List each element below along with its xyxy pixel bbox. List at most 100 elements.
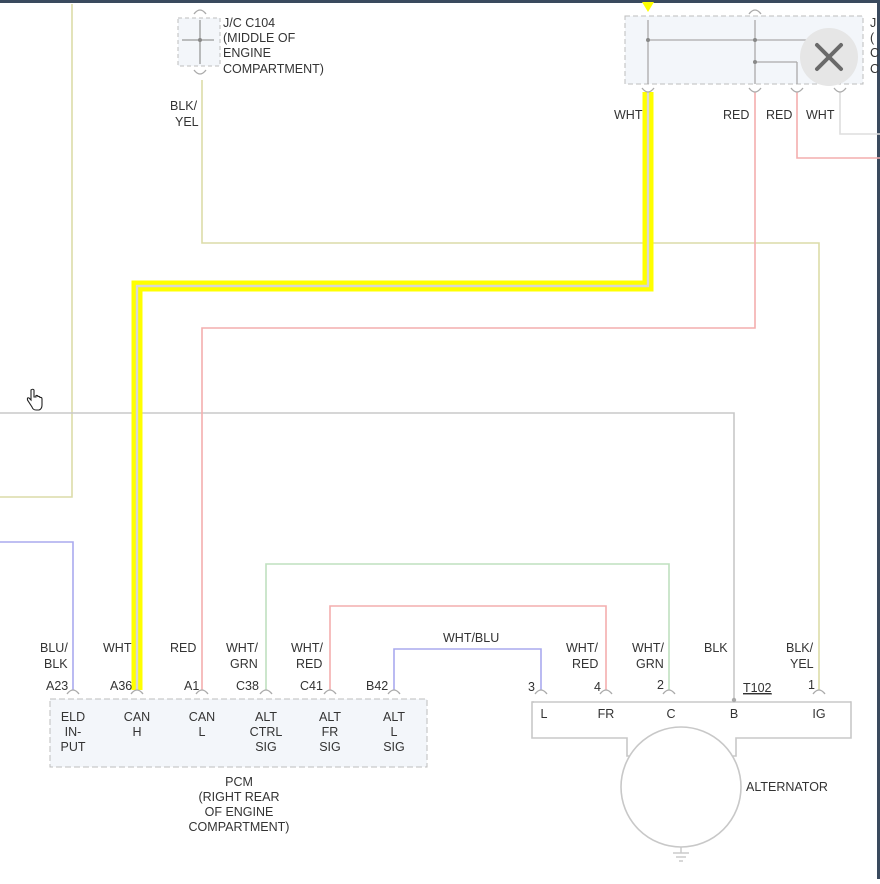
label-red-top-a: RED [723, 108, 749, 122]
close-icon [815, 43, 843, 71]
pcm-pin-a1[interactable]: RED A1 CAN L [170, 641, 215, 739]
svg-text:B: B [730, 707, 738, 721]
svg-text:RED: RED [170, 641, 196, 655]
jc-left-title: J/C C104 [223, 16, 275, 30]
svg-text:IN-: IN- [65, 725, 82, 739]
wire-left-yellow[interactable] [0, 4, 73, 498]
alternator-title: ALTERNATOR [746, 780, 828, 794]
svg-text:FR: FR [598, 707, 615, 721]
svg-text:GRN: GRN [636, 657, 664, 671]
wire-eld-blue[interactable] [0, 541, 74, 690]
svg-text:WHT/: WHT/ [566, 641, 598, 655]
svg-text:CAN: CAN [124, 710, 150, 724]
pcm-pin-b42[interactable]: B42 ALT L SIG [366, 679, 405, 754]
svg-text:WHT/: WHT/ [291, 641, 323, 655]
svg-text:1: 1 [808, 678, 815, 692]
jc-right-l3: C [870, 46, 879, 60]
pcm-pin-c41[interactable]: WHT/ RED C41 ALT FR SIG [291, 641, 341, 754]
svg-text:WHT: WHT [103, 641, 132, 655]
pcm-loc2: OF ENGINE [205, 805, 274, 819]
wire-wht-grn[interactable] [265, 563, 670, 690]
svg-text:YEL: YEL [790, 657, 814, 671]
label-wht-top-b: WHT [806, 108, 835, 122]
svg-text:B42: B42 [366, 679, 388, 693]
svg-text:BLK: BLK [704, 641, 728, 655]
svg-text:SIG: SIG [255, 740, 277, 754]
alt-pin-1[interactable]: BLK/ YEL 1 IG [786, 641, 826, 721]
alternator-pins: 3 L WHT/ RED 4 FR WHT/ GRN 2 C BLK B BLK… [528, 641, 826, 721]
svg-text:RED: RED [572, 657, 598, 671]
highlight-marker-icon [642, 2, 654, 12]
wire-wht-blu[interactable] [393, 648, 542, 690]
svg-text:ALT: ALT [319, 710, 341, 724]
label-blk-yel-top-2: YEL [175, 115, 199, 129]
svg-text:IG: IG [812, 707, 825, 721]
svg-text:C41: C41 [300, 679, 323, 693]
label-red-top-b: RED [766, 108, 792, 122]
wire-red-right[interactable] [796, 92, 880, 159]
pcm-loc3: COMPARTMENT) [189, 820, 290, 834]
svg-text:PUT: PUT [61, 740, 86, 754]
svg-text:CAN: CAN [189, 710, 215, 724]
hand-pointer-icon [26, 388, 44, 417]
wire-b-gray[interactable] [0, 412, 735, 700]
svg-text:FR: FR [322, 725, 339, 739]
pcm-loc1: (RIGHT REAR [198, 790, 279, 804]
jc-left-line2: ENGINE [223, 46, 271, 60]
jc-right-l4: C [870, 62, 879, 76]
wire-can-l-red[interactable] [201, 92, 756, 690]
label-blk-yel-top-1: BLK/ [170, 99, 198, 113]
alt-pin-4[interactable]: WHT/ RED 4 FR [566, 641, 614, 721]
svg-text:A1: A1 [184, 679, 199, 693]
svg-text:ELD: ELD [61, 710, 85, 724]
alt-pin-3[interactable]: 3 L [528, 680, 548, 721]
svg-text:SIG: SIG [319, 740, 341, 754]
jc-right-l2: ( [870, 31, 875, 45]
svg-text:A23: A23 [46, 679, 68, 693]
pcm-box[interactable] [49, 698, 428, 768]
label-wht-blu: WHT/BLU [443, 631, 499, 645]
svg-text:BLU/: BLU/ [40, 641, 68, 655]
svg-text:2: 2 [657, 678, 664, 692]
svg-text:RED: RED [296, 657, 322, 671]
svg-text:SIG: SIG [383, 740, 405, 754]
pcm-pin-c38[interactable]: WHT/ GRN C38 ALT CTRL SIG [226, 641, 282, 754]
wire-wht-red[interactable] [329, 605, 607, 690]
pcm-pin-a36[interactable]: WHT A36 CAN H [103, 641, 150, 739]
svg-text:C: C [666, 707, 675, 721]
svg-text:L: L [391, 725, 398, 739]
svg-text:A36: A36 [110, 679, 132, 693]
svg-text:ALT: ALT [383, 710, 405, 724]
svg-text:C38: C38 [236, 679, 259, 693]
svg-text:CTRL: CTRL [250, 725, 283, 739]
pcm-pin-a23[interactable]: BLU/ BLK A23 ELD IN- PUT [40, 641, 86, 754]
alt-connector-id: T102 [743, 681, 772, 695]
svg-text:BLK: BLK [44, 657, 68, 671]
close-button[interactable] [800, 28, 858, 86]
label-wht-top: WHT [614, 108, 643, 122]
svg-text:L: L [199, 725, 206, 739]
wire-wht-right[interactable] [839, 92, 880, 135]
jc-right-l1: J [870, 16, 876, 30]
can-h-highlight[interactable] [131, 2, 654, 690]
pcm-title: PCM [225, 775, 253, 789]
alt-pin-b[interactable]: BLK B [704, 641, 738, 721]
pcm-pins: BLU/ BLK A23 ELD IN- PUT WHT A36 CAN H R… [40, 641, 405, 754]
wires [0, 4, 880, 700]
svg-text:WHT/: WHT/ [226, 641, 258, 655]
svg-text:GRN: GRN [230, 657, 258, 671]
jc-c104[interactable] [177, 9, 221, 75]
alternator-body[interactable] [620, 726, 742, 862]
svg-text:H: H [132, 725, 141, 739]
wire-blk-yel[interactable] [201, 80, 820, 690]
svg-text:L: L [541, 707, 548, 721]
alt-pin-2[interactable]: WHT/ GRN 2 C [632, 641, 676, 721]
svg-text:3: 3 [528, 680, 535, 694]
jc-left-line3: COMPARTMENT) [223, 62, 324, 76]
jc-left-line1: (MIDDLE OF [223, 31, 296, 45]
svg-text:BLK/: BLK/ [786, 641, 814, 655]
svg-text:4: 4 [594, 680, 601, 694]
svg-text:WHT/: WHT/ [632, 641, 664, 655]
